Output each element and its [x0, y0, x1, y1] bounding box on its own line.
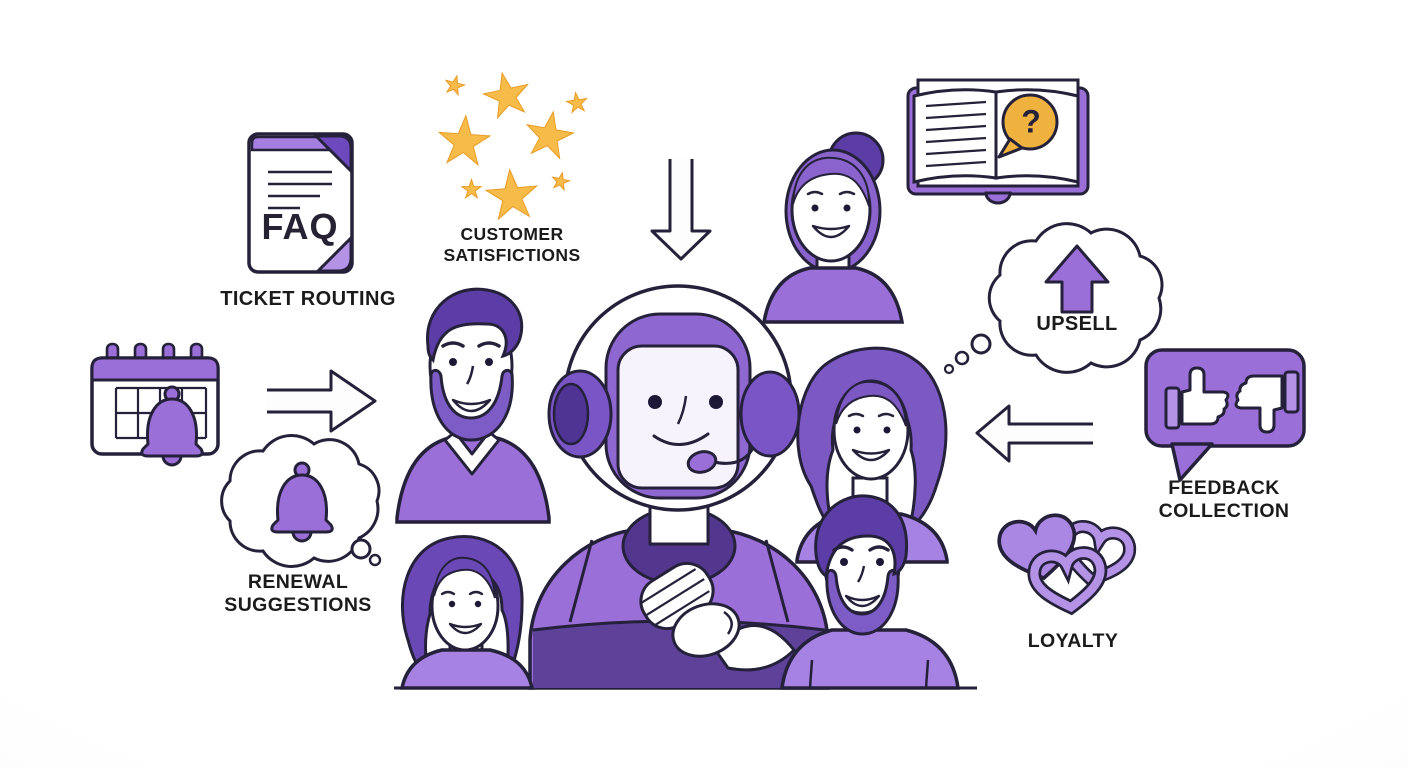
label-loyalty: LOYALTY — [1028, 630, 1119, 653]
customer-man-with-beard-2 — [780, 494, 960, 690]
label-upsell: UPSELL — [1036, 313, 1117, 337]
faq-document-icon — [247, 132, 354, 274]
label-feedback-collection: FEEDBACK COLLECTION — [1159, 477, 1290, 523]
label-ticket-routing: TICKET ROUTING — [220, 288, 396, 312]
label-renewal-line2: SUGGESTIONS — [224, 594, 372, 616]
faq-doc-text: FAQ — [261, 206, 339, 247]
label-customer-satisfaction-line2: SATISFICTIONS — [443, 244, 581, 265]
calendar-bell-icon — [90, 342, 220, 467]
customer-woman-with-bun — [761, 131, 905, 324]
customer-woman-wavy-hair-2 — [399, 535, 535, 690]
customer-man-with-beard — [395, 287, 551, 524]
label-ticket-routing-text: TICKET ROUTING — [220, 288, 396, 310]
label-renewal-suggestions: RENEWAL SUGGESTIONS — [224, 571, 371, 617]
open-book-question-icon — [906, 78, 1090, 205]
headphone-right-icon — [739, 370, 801, 458]
upsell-thought-cloud-icon — [943, 222, 1164, 375]
right-arrow-icon — [267, 369, 377, 433]
renewal-thought-cloud-icon — [220, 434, 382, 568]
label-feedback-line2: COLLECTION — [1158, 500, 1290, 522]
label-customer-satisfaction-line1: CUSTOMER — [460, 224, 564, 244]
robot-support-agent-head — [547, 284, 801, 512]
question-mark-text: ? — [1021, 103, 1041, 140]
down-arrow-icon — [650, 159, 712, 261]
linked-hearts-icon — [994, 510, 1133, 611]
up-arrow-icon — [1044, 244, 1110, 314]
label-customer-satisfaction: CUSTOMER SATISFICTIONS — [443, 224, 580, 265]
label-loyalty-text: LOYALTY — [1027, 630, 1119, 652]
label-feedback-line1: FEEDBACK — [1168, 477, 1280, 499]
thumbs-up-down-speech-bubble-icon — [1144, 348, 1306, 482]
microphone-icon — [686, 450, 718, 474]
question-bubble-icon — [997, 93, 1059, 159]
left-arrow-icon — [975, 404, 1093, 463]
label-renewal-line1: RENEWAL — [247, 571, 349, 593]
label-upsell-text: UPSELL — [1036, 313, 1118, 335]
robot-hand — [639, 561, 797, 672]
